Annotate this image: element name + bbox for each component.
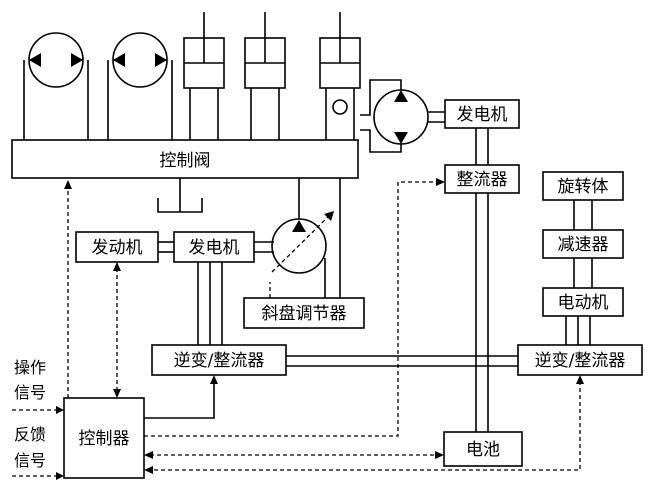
inverter-left-box (151, 344, 287, 376)
hydraulic-pump-motor-icon (360, 79, 445, 153)
generator-right-label: 发电机 (457, 105, 508, 125)
reducer-label: 减速器 (558, 235, 609, 255)
hydraulic-cylinder-2-icon (244, 12, 286, 140)
feedback-signal-label-1: 反馈 (14, 425, 46, 444)
generator-left-label: 发电机 (189, 238, 240, 258)
electric-motor-box (542, 287, 624, 317)
hydraulic-motor-2-icon (107, 32, 173, 140)
inverter-left-label: 逆变/整流器 (174, 351, 265, 371)
controller-box (63, 397, 145, 479)
operation-signal-label-2: 信号 (14, 383, 46, 402)
feedback-signal-label-2: 信号 (14, 451, 46, 470)
variable-pump-icon (271, 178, 341, 298)
rotating-body-label: 旋转体 (558, 177, 609, 197)
generator-left-box (173, 231, 255, 263)
swash-regulator-label: 斜盘调节器 (262, 304, 347, 324)
electric-motor-label: 电动机 (558, 293, 609, 313)
hydraulic-motor-1-icon (23, 32, 89, 140)
rectifier-top-box (444, 164, 520, 194)
inverter-right-label: 逆变/整流器 (535, 351, 626, 371)
swash-regulator-box (243, 297, 365, 329)
junction-circle-icon (332, 99, 348, 115)
rectifier-top-label: 整流器 (457, 170, 508, 190)
control-valve-box (11, 139, 359, 179)
rotating-body-box (542, 171, 624, 201)
operation-signal-label-1: 操作 (14, 358, 46, 377)
inverter-right-box (517, 344, 643, 376)
controller-label: 控制器 (79, 429, 130, 449)
generator-right-box (444, 99, 520, 129)
hydraulic-cylinder-3-icon (319, 12, 361, 140)
engine-label: 发动机 (92, 238, 143, 258)
reducer-box (542, 229, 624, 259)
control-valve-label: 控制阀 (160, 151, 211, 171)
battery-label: 电池 (466, 440, 500, 460)
tank-icon (157, 178, 203, 213)
battery-box (443, 431, 523, 467)
engine-box (75, 231, 159, 263)
hydraulic-cylinder-1-icon (183, 12, 225, 140)
